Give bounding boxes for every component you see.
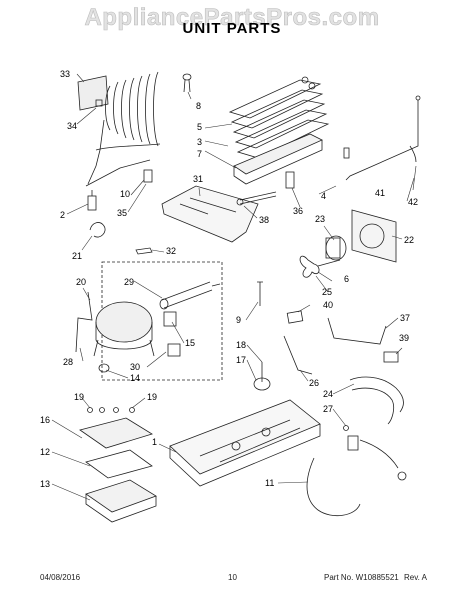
callout-15: 15 (185, 338, 196, 348)
callout-36: 36 (293, 206, 304, 216)
callout-34: 34 (67, 121, 78, 131)
callout-32: 32 (166, 246, 177, 256)
part-8-grommet-illustration (182, 73, 192, 93)
part-5-evaporator-illustration (228, 76, 330, 159)
part-33-pad-illustration (77, 75, 109, 111)
callout-22: 22 (404, 235, 415, 245)
callout-23: 23 (315, 214, 326, 224)
callout-5: 5 (197, 122, 203, 132)
callout-33: 33 (60, 69, 71, 79)
part-20-wire-illustration (75, 291, 93, 353)
part-11-harness-illustration (306, 457, 361, 517)
footer-date: 04/08/2016 (40, 573, 81, 582)
part-37-tube-illustration (327, 317, 387, 345)
part-21-wire-illustration (89, 222, 106, 238)
callout-25: 25 (322, 287, 333, 297)
part-9-screw-illustration (257, 281, 263, 306)
callout-6: 6 (344, 274, 350, 284)
callout-29: 29 (124, 277, 135, 287)
part-7-tray-illustration (233, 133, 323, 185)
part-40-gasket-illustration (286, 310, 304, 324)
part-22-fan-housing-illustration (351, 209, 397, 263)
part-31-shroud-illustration (161, 185, 259, 243)
callout-26: 26 (309, 378, 320, 388)
callout-9: 9 (236, 315, 242, 325)
callout-42: 42 (408, 197, 419, 207)
part-4-heater-illustration (343, 95, 421, 181)
callout-37: 37 (400, 313, 411, 323)
part-39-connector-illustration (383, 351, 399, 363)
part-26-bracket-illustration (283, 335, 313, 375)
diagram-title: UNIT PARTS (182, 20, 282, 37)
callout-8: 8 (196, 101, 202, 111)
part-1-base-pan-illustration (169, 399, 321, 487)
callout-21: 21 (72, 251, 83, 261)
leader-lines (51, 73, 417, 501)
callout-2: 2 (60, 210, 66, 220)
part-19-screws-illustration (87, 407, 135, 413)
callout-16: 16 (40, 415, 51, 425)
footer-part-number: Part No. W10885521 (324, 573, 399, 582)
callout-11: 11 (265, 478, 275, 488)
callout-24: 24 (323, 389, 334, 399)
part-14-grommet-illustration (98, 363, 110, 373)
part-30-overload-illustration (167, 343, 181, 357)
part-13-cover-illustration (85, 479, 157, 523)
callout-41: 41 (375, 188, 386, 198)
callout-7: 7 (197, 149, 203, 159)
callout-35: 35 (117, 208, 128, 218)
callout-38: 38 (259, 215, 270, 225)
part-29-tube-illustration (159, 281, 221, 310)
callout-19b: 19 (147, 392, 158, 402)
callout-13: 13 (40, 479, 51, 489)
callout-18: 18 (236, 340, 247, 350)
callout-39: 39 (399, 333, 410, 343)
callout-27: 27 (323, 404, 334, 414)
callout-19a: 19 (74, 392, 85, 402)
part-32-clip-illustration (135, 247, 153, 255)
callout-3: 3 (197, 137, 203, 147)
callout-14: 14 (130, 373, 141, 383)
part-15-relay-illustration (163, 311, 177, 327)
callout-40: 40 (323, 300, 334, 310)
callout-31: 31 (193, 174, 204, 184)
part-2-drier-illustration (87, 190, 97, 211)
footer-revision: Rev. A (404, 573, 427, 582)
callout-4: 4 (321, 191, 327, 201)
part-12-mount-illustration (85, 449, 153, 479)
part-38-tube-illustration (236, 191, 277, 206)
part-10-clip-illustration (143, 169, 153, 183)
part-23-fan-motor-illustration (325, 235, 347, 261)
part-36-bracket-illustration (285, 171, 295, 189)
part-3-condenser-illustration (85, 71, 161, 187)
callout-12: 12 (40, 447, 51, 457)
callout-17: 17 (236, 355, 247, 365)
footer-page-number: 10 (228, 573, 237, 582)
compressor-illustration (93, 301, 155, 357)
callout-1: 1 (152, 437, 158, 447)
part-17-wheel-illustration (253, 362, 271, 391)
part-27-screw-illustration (343, 425, 349, 431)
watermark-text: AppliancePartsPros.com (84, 4, 380, 32)
part-6-fan-blade-illustration (299, 255, 341, 278)
compressor-group-outline (101, 261, 223, 381)
callout-10: 10 (120, 189, 131, 199)
part-16-plate-illustration (79, 417, 153, 449)
callout-28: 28 (63, 357, 74, 367)
callout-30: 30 (130, 362, 141, 372)
part-24-harness-illustration (347, 376, 407, 481)
callout-20: 20 (76, 277, 87, 287)
